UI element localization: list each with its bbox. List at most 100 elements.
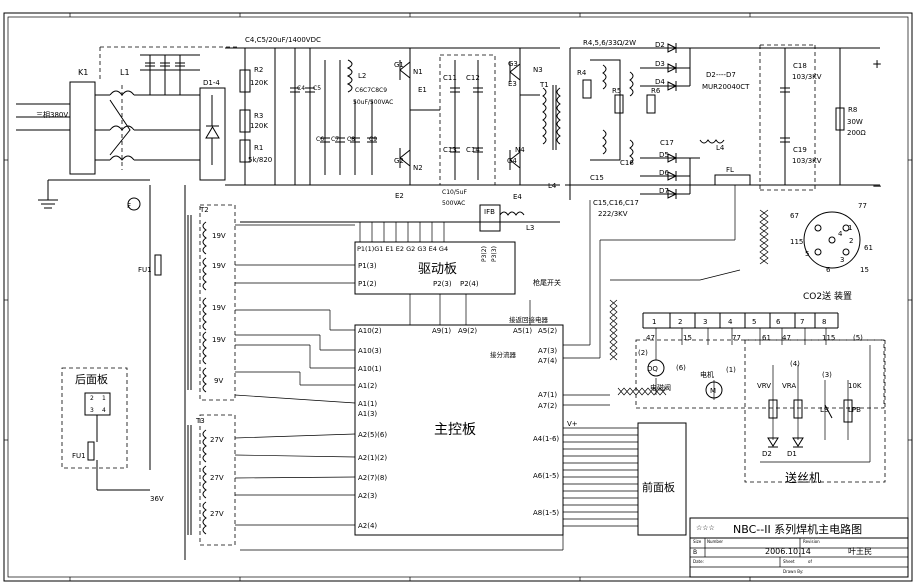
fl-label: FL	[726, 166, 734, 174]
c10-value: 500VAC	[442, 200, 465, 207]
co2-pin-3: 3	[840, 256, 844, 264]
r4-label: R4	[577, 69, 587, 77]
pin-a5-1: A5(1)	[513, 327, 532, 335]
feeder-terminal-6: 6	[776, 318, 781, 326]
feeder-d2: D2	[762, 450, 772, 458]
feeder-wire-15: 15	[683, 334, 692, 342]
caps15-value: 222/3KV	[598, 210, 628, 218]
rear-switch-pin-3: 3	[90, 407, 94, 414]
rear-switch-pin-4: 4	[102, 407, 106, 414]
caps15-label: C15,C16,C17	[593, 199, 639, 207]
output-plus: +	[872, 57, 882, 71]
co2-pin-67: 67	[790, 212, 799, 220]
r2-resistor	[239, 69, 251, 93]
l1-label: L1	[120, 68, 130, 77]
pin-a1-3: A1(3)	[358, 410, 377, 418]
pin-a9-1: A9(1)	[432, 327, 451, 335]
r1-value: 5k/820	[248, 156, 272, 164]
drive-p23: P2(3)	[433, 280, 452, 288]
c18-value: 103/3KV	[792, 73, 822, 81]
co2-pin-61: 61	[864, 244, 873, 252]
pin-a2-78: A2(7)(8)	[358, 474, 387, 482]
of-label: of	[808, 559, 812, 564]
pin-a5-2: A5(2)	[538, 327, 557, 335]
rear-switch-pin-2: 2	[90, 395, 94, 402]
input-voltage-label: 三相380V	[36, 110, 68, 119]
main-board: 主控板 A10(2) A10(3) A10(1) A1(2) A1(1) A1(…	[234, 185, 736, 551]
pin-a1-1: A1(1)	[358, 400, 377, 408]
d1-4-label: D1-4	[203, 79, 220, 87]
co2-pin-77: 77	[858, 202, 867, 210]
v19a-label: 19V	[212, 232, 226, 240]
fuse-f	[127, 197, 141, 211]
c5-label: C5	[313, 85, 321, 92]
v27c-label: 27V	[210, 510, 224, 518]
d1-4-bridge	[199, 87, 226, 181]
c14-label: C14	[466, 146, 480, 154]
number-label: Number	[707, 539, 723, 544]
feeder-wire-4: (4)	[790, 360, 800, 368]
d2-label: D2	[655, 41, 665, 49]
v19b-label: 19V	[212, 262, 226, 270]
feeder-wire-6: (6)	[676, 364, 686, 372]
r2-value: 120K	[250, 79, 268, 87]
r2-label: R2	[254, 66, 263, 74]
pin-a7-4: A7(4)	[538, 357, 557, 365]
r5-label: R5	[612, 87, 621, 95]
c16-label: C16	[620, 159, 634, 167]
v19c-label: 19V	[212, 304, 226, 312]
motor-m: M	[710, 387, 716, 395]
r8-power: 30W	[847, 118, 863, 126]
co2-pin-115: 115	[790, 238, 803, 246]
r456-label: R4,5,6/33Ω/2W	[583, 39, 636, 47]
c13-label: C13	[443, 146, 457, 154]
feeder-wire-61: 61	[762, 334, 771, 342]
rear-panel: 后面板 2 1 3 4 FU1	[61, 367, 150, 491]
e4-label: E4	[513, 193, 522, 201]
co2-pin-5: 5	[805, 250, 809, 258]
rear-switch-pin-1: 1	[102, 395, 106, 402]
feeder-10k: 10K	[848, 382, 862, 390]
ifb-label: IFB	[484, 208, 495, 216]
igbt-bridge: G1 N1 E1 G2 N2 E2 C11 C12 C13 C14 C10/5u…	[394, 48, 543, 207]
pin-a8: A8(1-5)	[533, 509, 559, 517]
t1-label: T1	[539, 81, 549, 89]
c19-label: C19	[793, 146, 807, 154]
caps-top-label: C4,C5/20uF/1400VDC	[245, 36, 321, 44]
pin-a2-12: A2(1)(2)	[358, 454, 387, 462]
r1-label: R1	[254, 144, 263, 152]
n4-label: N4	[515, 146, 525, 154]
feeder-vra: VRA	[782, 382, 796, 390]
r8-ohms: 200Ω	[847, 129, 866, 137]
feeder-terminal-3: 3	[703, 318, 707, 326]
motor-label: 电机	[700, 370, 714, 379]
rear-panel-label: 后面板	[75, 372, 108, 386]
l2-cap-value: 50uF/500VAC	[353, 99, 393, 106]
e2-label: E2	[395, 192, 404, 200]
fl-shunt	[714, 174, 751, 186]
t3-label: T3	[195, 417, 205, 425]
drawn-label: Drawn By:	[783, 569, 803, 574]
l4a-label: L4	[548, 182, 557, 190]
co2-pin-2: 2	[849, 237, 853, 245]
d3-label: D3	[655, 60, 665, 68]
c11-label: C11	[443, 74, 457, 82]
feeder-terminal-1: 1	[652, 318, 656, 326]
t2-box	[199, 204, 236, 401]
feeder-terminal-8: 8	[822, 318, 826, 326]
motor-symbol	[705, 381, 723, 399]
feeder-terminal-4: 4	[728, 318, 733, 326]
d5-label: D5	[659, 151, 669, 159]
drive-p32: P3(2)	[481, 246, 488, 262]
pin-a10-2: A10(2)	[358, 327, 382, 335]
pin-a2-4: A2(4)	[358, 522, 377, 530]
front-panel-label: 前面板	[642, 480, 675, 494]
v27a-label: 27V	[210, 436, 224, 444]
feeder-vrv: VRV	[757, 382, 771, 390]
feeder-wire-77: 77	[732, 334, 741, 342]
feeder-wire-1: (1)	[726, 366, 736, 374]
wire-feeder: 1 2 3 4 5 6 7 8 47 (6) 15 77 61	[635, 312, 886, 485]
size-label: Size	[693, 539, 702, 544]
n2-label: N2	[413, 164, 423, 172]
fu1-label-b: FU1	[72, 452, 86, 460]
